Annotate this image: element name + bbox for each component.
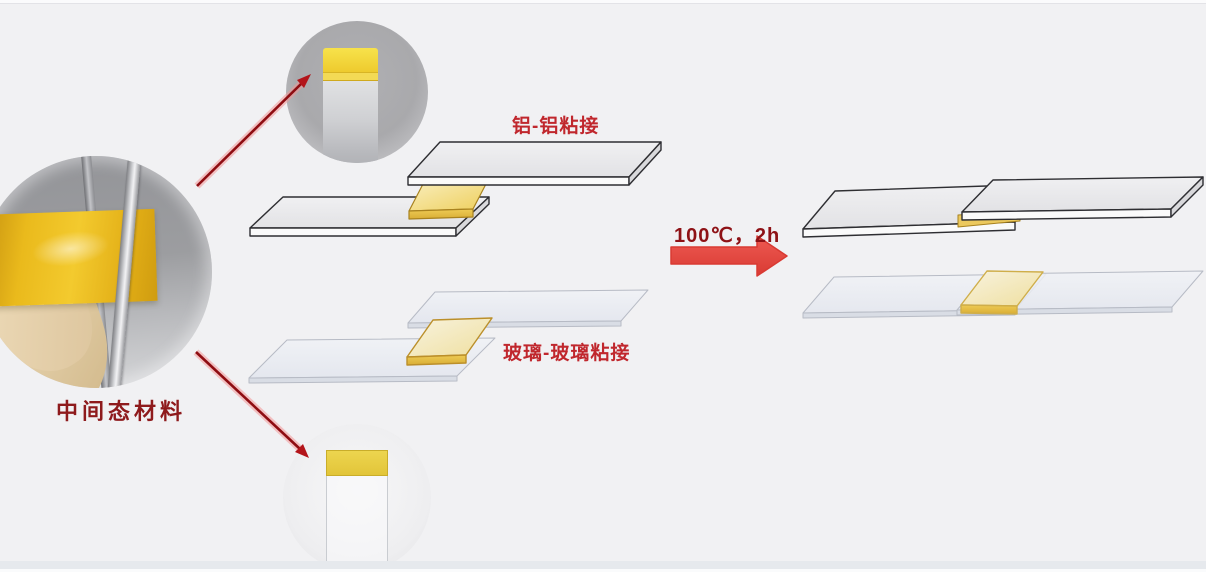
adhesive-tip xyxy=(323,48,378,72)
intermediate-material-caption: 中间态材料 xyxy=(56,399,187,424)
glass-bonding-label: 玻璃-玻璃粘接 xyxy=(503,343,631,364)
al-assembly-bonded xyxy=(802,176,1204,238)
photo-cutting-material xyxy=(0,156,212,388)
process-arrow xyxy=(670,235,788,277)
glass-slide-with-adhesive-tip xyxy=(326,450,388,572)
inset-aluminum-strip xyxy=(286,21,428,163)
al-bonding-label: 铝-铝粘接 xyxy=(512,116,600,137)
al-assembly-exploded xyxy=(249,141,662,237)
process-condition-label: 100℃，2h xyxy=(674,225,781,247)
glass-assembly-exploded xyxy=(248,289,649,384)
aluminum-strip-with-adhesive-tip xyxy=(323,48,378,163)
inset-glass-slide xyxy=(283,424,431,572)
annotation-arrow-to-top-inset xyxy=(194,74,311,189)
glass-assembly-bonded xyxy=(802,270,1204,319)
adhesive-tip-band xyxy=(323,72,378,81)
adhesive-tip xyxy=(326,450,388,476)
aluminum-body xyxy=(323,81,378,163)
annotation-arrow-to-bottom-inset xyxy=(193,349,309,458)
